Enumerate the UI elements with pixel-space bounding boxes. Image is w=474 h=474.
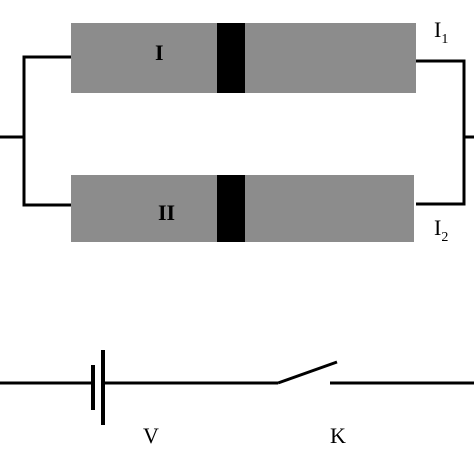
switch-label: K <box>330 423 346 448</box>
current-bottom-label: I2 <box>434 215 448 245</box>
switch-blade <box>277 360 338 385</box>
tube-bottom: II <box>71 175 414 242</box>
right-junction-wire-top <box>416 59 466 137</box>
tube-bottom-label: II <box>158 200 175 225</box>
lower-circuit <box>0 350 474 425</box>
left-junction-wire <box>22 55 72 207</box>
tube-bottom-separator <box>217 175 245 242</box>
tube-top: I <box>71 23 416 93</box>
parallel-wiring <box>0 55 474 207</box>
right-junction-wire-bottom <box>416 137 466 206</box>
battery-label: V <box>143 423 159 448</box>
current-top-label: I1 <box>434 17 448 47</box>
tube-top-label: I <box>155 40 164 65</box>
tube-top-separator <box>217 23 245 93</box>
